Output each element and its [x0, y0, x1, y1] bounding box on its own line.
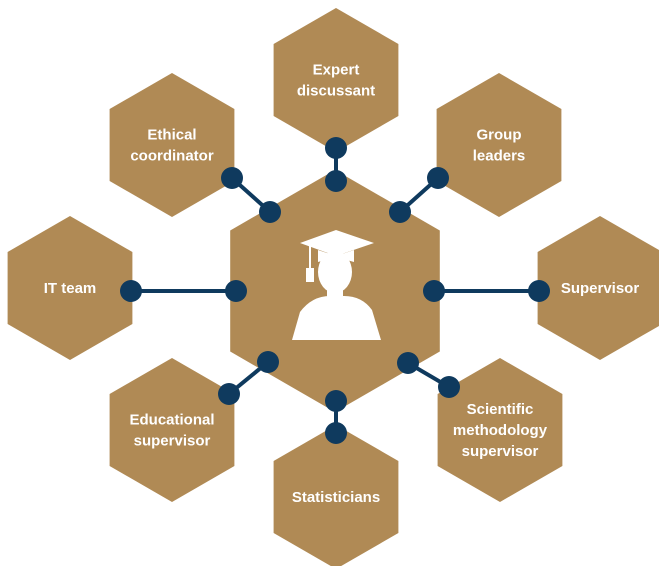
connector-dot-outer — [325, 137, 347, 159]
connector-dot-inner — [397, 352, 419, 374]
role-label-line: leaders — [473, 148, 526, 165]
connector-dot-inner — [259, 201, 281, 223]
connector-dot-outer — [218, 383, 240, 405]
connector-dot-outer — [528, 280, 550, 302]
hexagon-statisticians — [273, 425, 399, 566]
role-node-group-leaders: Group leaders — [436, 73, 562, 217]
hexagon-group-leaders — [436, 73, 562, 217]
role-label-line: discussant — [297, 83, 375, 100]
connector-dot-inner — [325, 170, 347, 192]
hexagon-expert-discussant — [273, 8, 399, 152]
role-label-line: Educational — [129, 412, 214, 429]
connector-dots-layer — [120, 137, 550, 444]
connector-dot-outer — [120, 280, 142, 302]
graduate-icon — [292, 230, 381, 340]
connector-dot-inner — [257, 351, 279, 373]
hexagon-supervisor — [537, 216, 659, 360]
center-node — [230, 170, 440, 412]
role-node-statisticians: Statisticians — [273, 425, 399, 566]
role-node-it-team: IT team — [7, 216, 133, 360]
hexagon-it-team — [7, 216, 133, 360]
connector-dot-inner — [389, 201, 411, 223]
role-node-ethical-coordinator: Ethical coordinator — [109, 73, 235, 217]
role-node-scientific-methodology-supervisor: Scientific methodology supervisor — [437, 358, 563, 502]
role-label-line: IT team — [44, 280, 97, 297]
role-label-line: Group — [477, 127, 522, 144]
hexagon-educational-supervisor — [109, 358, 235, 502]
role-node-expert-discussant: Expert discussant — [273, 8, 399, 152]
connector-dot-inner — [325, 390, 347, 412]
connector-dot-inner — [225, 280, 247, 302]
hexagon-scientific-methodology-supervisor — [437, 358, 563, 502]
connector-dot-outer — [427, 167, 449, 189]
role-label-line: supervisor — [462, 443, 539, 460]
hexagon-ethical-coordinator — [109, 73, 235, 217]
role-label-line: Statisticians — [292, 489, 380, 506]
role-label-line: supervisor — [134, 433, 211, 450]
role-label-line: Ethical — [147, 127, 196, 144]
role-label-line: Supervisor — [561, 280, 640, 297]
connector-dot-inner — [423, 280, 445, 302]
role-node-supervisor: Supervisor — [537, 216, 659, 360]
role-label-line: Expert — [313, 62, 360, 79]
connector-dot-outer — [325, 422, 347, 444]
role-label-line: Scientific — [467, 401, 534, 418]
role-node-educational-supervisor: Educational supervisor — [109, 358, 235, 502]
connector-dot-outer — [438, 376, 460, 398]
connector-dot-outer — [221, 167, 243, 189]
role-label-line: methodology — [453, 422, 548, 439]
role-label-line: coordinator — [130, 148, 213, 165]
